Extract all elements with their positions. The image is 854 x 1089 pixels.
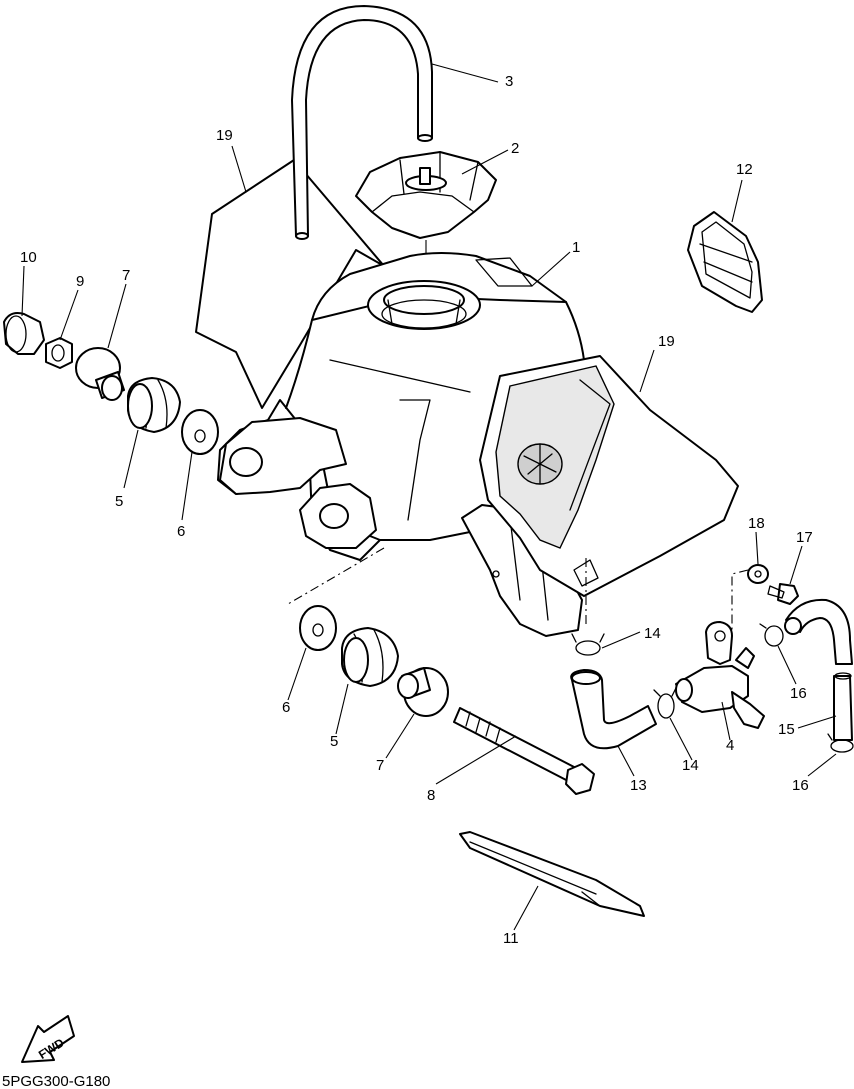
callout-3: 3 (505, 73, 513, 90)
callout-labels: 1 2 3 4 5 6 7 8 9 10 11 12 13 14 15 16 1… (20, 73, 813, 947)
collar-left (75, 347, 125, 401)
clip-upper (571, 633, 605, 656)
collar-right (397, 667, 449, 717)
nut (45, 337, 73, 369)
callout-8: 8 (427, 787, 435, 804)
callout-15: 15 (778, 721, 795, 738)
fwd-arrow-icon: FWD (21, 1015, 75, 1063)
side-graphic-right (479, 355, 739, 628)
callout-1: 1 (572, 239, 580, 256)
fuel-hose-long (784, 598, 853, 741)
fuel-cock (675, 621, 765, 729)
seal-plate (687, 211, 763, 313)
callout-4: 4 (726, 737, 734, 754)
bolt (453, 707, 595, 795)
washer-right (299, 605, 337, 651)
clip-right-lower (827, 733, 854, 753)
callout-13: 13 (630, 777, 647, 794)
callout-9: 9 (76, 273, 84, 290)
callout-16-upper: 16 (790, 685, 807, 702)
washer-left (181, 409, 219, 455)
tank-band (459, 831, 645, 917)
cap-nut (3, 312, 45, 355)
callout-5-right: 5 (330, 733, 338, 750)
damper-right (341, 627, 399, 687)
callout-12: 12 (736, 161, 753, 178)
callout-11: 11 (503, 930, 519, 947)
callout-2: 2 (511, 140, 519, 157)
damper-left (127, 377, 181, 433)
clip-lower (653, 687, 677, 719)
callout-6-right: 6 (282, 699, 290, 716)
fuel-hose-short (570, 669, 657, 750)
clip-right-upper (759, 623, 784, 647)
callout-14-lower: 14 (682, 757, 699, 774)
fuel-cap (355, 151, 497, 300)
callout-19-right: 19 (658, 333, 675, 350)
side-graphic-left (195, 159, 385, 409)
callout-16-lower: 16 (792, 777, 809, 794)
callout-18: 18 (748, 515, 765, 532)
callout-14-upper: 14 (644, 625, 661, 642)
callout-6-left: 6 (177, 523, 185, 540)
callout-7-left: 7 (122, 267, 130, 284)
callout-10: 10 (20, 249, 37, 266)
breather-hose (291, 5, 433, 240)
callout-5-left: 5 (115, 493, 123, 510)
callout-leaders (21, 63, 837, 931)
callout-7-right: 7 (376, 757, 384, 774)
callout-19-left: 19 (216, 127, 233, 144)
callout-17: 17 (796, 529, 813, 546)
screw (767, 583, 799, 605)
washer-small (731, 564, 769, 640)
diagram-code: 5PGG300-G180 (2, 1073, 110, 1089)
